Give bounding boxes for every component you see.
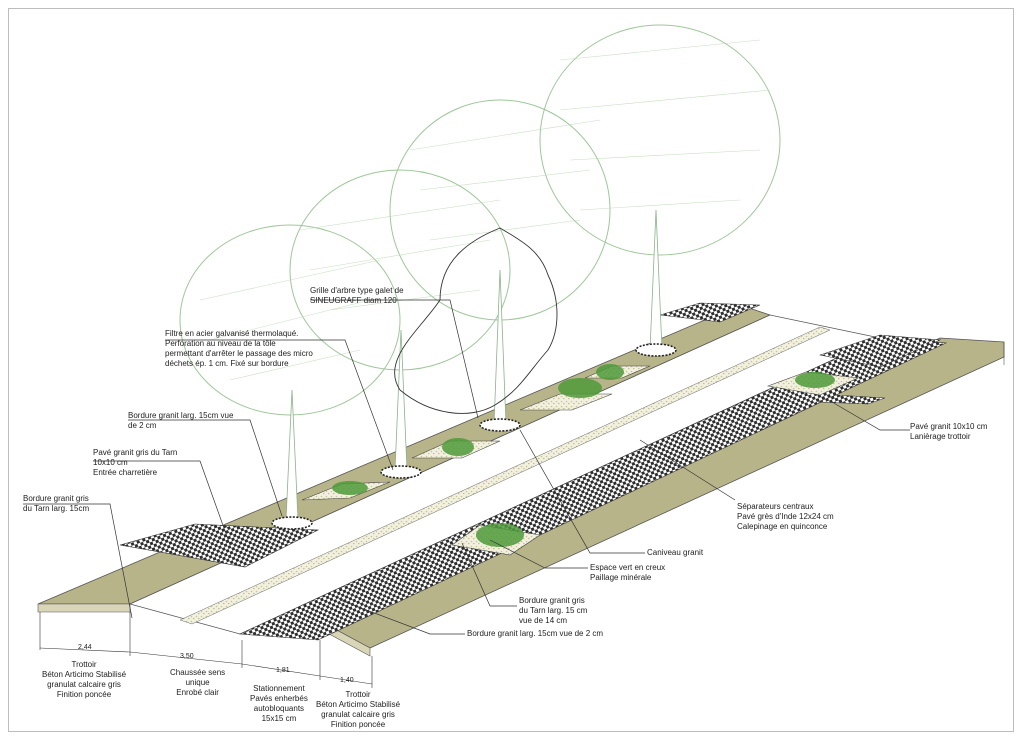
label-pave-10x10: Pavé granit 10x10 cm Lanièrage trottoir <box>910 422 987 442</box>
section-trottoir-left: Trottoir Béton Articimo Stabilisé granul… <box>42 660 126 700</box>
tree-canopies <box>179 24 781 416</box>
label-line: granulat calcaire gris <box>321 710 395 719</box>
label-line: du Tarn larg. 15 cm <box>519 606 588 615</box>
label-line: Filtre en acier galvanisé thermolaqué. <box>165 329 299 338</box>
section-trottoir-right: Trottoir Béton Articimo Stabilisé granul… <box>316 690 400 730</box>
section-chaussee: Chaussée sens unique Enrobé clair <box>170 668 225 698</box>
tree-grilles <box>271 343 677 530</box>
section-stationnement: Stationnement Pavés enherbés autobloquan… <box>250 684 308 724</box>
label-bordure-tarn-14: Bordure granit gris du Tarn larg. 15 cm … <box>519 596 587 626</box>
planter-bed-3 <box>519 393 613 411</box>
label-line: Grille d'arbre type galet de <box>310 286 404 295</box>
label-line: Finition poncée <box>56 690 112 699</box>
label-line: Finition poncée <box>330 720 386 729</box>
label-line: Bordure granit gris <box>23 494 89 503</box>
label-line: granulat calcaire gris <box>47 680 121 689</box>
dimension-chaussee: 3,50 <box>180 653 194 660</box>
label-filtre: Filtre en acier galvanisé thermolaqué. P… <box>165 329 313 369</box>
label-line: Calepinage en quinconce <box>737 522 828 531</box>
label-line: Bordure granit gris <box>519 596 585 605</box>
label-line: Béton Articimo Stabilisé <box>42 670 127 679</box>
driveway-paving <box>119 523 320 568</box>
label-bordure-bottom: Bordure granit larg. 15cm vue de 2 cm <box>467 629 603 639</box>
label-line: unique <box>185 678 210 687</box>
dimension-trottoir-left: 2,44 <box>78 644 92 651</box>
label-separateurs: Séparateurs centraux Pavé grès d'Inde 12… <box>737 502 834 532</box>
shrubs <box>332 364 835 547</box>
label-line: Bordure granit larg. 15cm vue de 2 cm <box>467 629 604 638</box>
label-line: Stationnement <box>253 684 305 693</box>
label-bordure-vue2: Bordure granit larg. 15cm vue de 2 cm <box>128 411 233 431</box>
label-caniveau: Caniveau granit <box>647 548 703 558</box>
top-paving-left <box>659 302 761 323</box>
label-line: Pavé granit gris du Tarn <box>93 448 178 457</box>
label-line: vue de 14 cm <box>519 616 568 625</box>
label-line: Entrée charretière <box>93 468 158 477</box>
label-line: Espace vert en creux <box>590 563 666 572</box>
label-line: Bordure granit larg. 15cm vue <box>128 411 234 420</box>
drawing-frame <box>8 8 1014 732</box>
label-line: Perforation au niveau de la tôle <box>165 339 276 348</box>
label-line: Séparateurs centraux <box>737 502 814 511</box>
label-pave-tarn: Pavé granit gris du Tarn 10x10 cm Entrée… <box>93 448 177 478</box>
label-line: Chaussée sens <box>170 668 226 677</box>
label-line: Lanièrage trottoir <box>910 432 971 441</box>
label-line: Pavé grès d'Inde 12x24 cm <box>737 512 834 521</box>
dimension-lines <box>39 612 373 688</box>
leader-lines <box>23 299 910 635</box>
left-sidewalk-edge <box>37 603 131 613</box>
label-grille-arbre: Grille d'arbre type galet de SINEUGRAFF … <box>310 286 404 306</box>
label-line: de 2 cm <box>128 421 157 430</box>
label-line: Trottoir <box>345 690 371 699</box>
parking-strip <box>238 337 948 641</box>
label-line: Caniveau granit <box>647 548 704 557</box>
right-pave-strip <box>817 394 886 405</box>
label-line: autobloquants <box>253 704 305 713</box>
label-line: SINEUGRAFF diam 120 <box>310 296 397 305</box>
tree-silhouette <box>394 227 558 414</box>
dimension-trottoir-right: 1,40 <box>340 677 354 684</box>
tree-trunks <box>285 209 663 521</box>
label-line: Trottoir <box>71 660 97 669</box>
dimension-stationnement: 1,81 <box>276 667 290 674</box>
label-line: Pavé granit 10x10 cm <box>910 422 988 431</box>
label-line: du Tarn larg. 15cm <box>23 504 90 513</box>
label-line: 10x10 cm <box>93 458 128 467</box>
label-line: 15x15 cm <box>261 714 297 723</box>
label-line: Béton Articimo Stabilisé <box>316 700 401 709</box>
top-paving-right <box>818 334 942 368</box>
label-line: déchets ép. 1 cm. Fixé sur bordure <box>165 359 289 368</box>
gutter-strip <box>179 326 831 625</box>
label-line: permettant d'arrêter le passage des micr… <box>165 349 313 358</box>
label-bordure-tarn: Bordure granit gris du Tarn larg. 15cm <box>23 494 89 514</box>
label-espace-vert: Espace vert en creux Paillage minérale <box>590 563 665 583</box>
label-line: Pavés enherbés <box>250 694 308 703</box>
label-line: Paillage minérale <box>590 573 652 582</box>
label-line: Enrobé clair <box>176 688 219 697</box>
